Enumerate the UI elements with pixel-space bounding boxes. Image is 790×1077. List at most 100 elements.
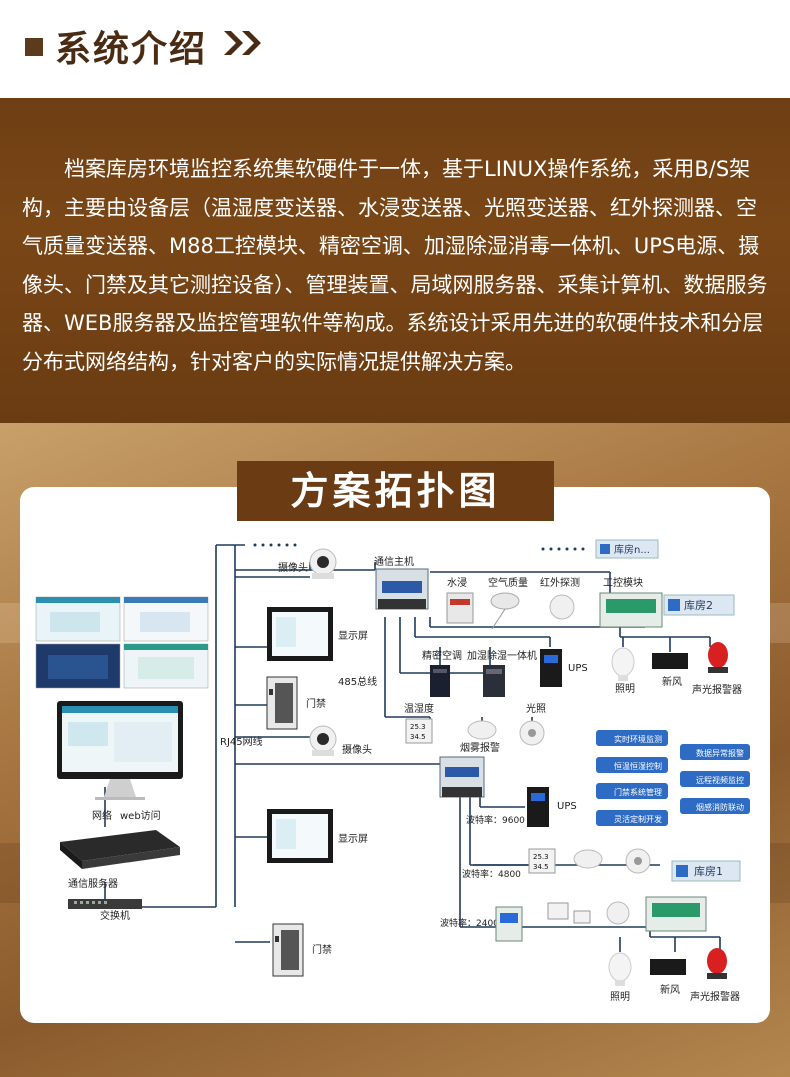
feature-list-left: 实时环境监测 恒温恒湿控制 门禁系统管理 灵活定制开发	[596, 730, 668, 826]
lamp-label-2: 照明	[610, 991, 630, 1003]
smoke-detector-icon	[467, 720, 497, 740]
humidifier-label: 加湿除湿一体机	[467, 649, 537, 662]
section-title: 系统介绍	[55, 29, 208, 70]
diagram-title-banner: 方案拓扑图	[237, 461, 554, 521]
header-square-icon	[25, 38, 43, 56]
bus485-label: 485总线	[338, 675, 377, 688]
light-label: 光照	[526, 702, 546, 715]
baud-label-4800: 波特率：4800	[462, 868, 521, 880]
fan-label-2: 新风	[660, 983, 680, 996]
comm-host-icon	[375, 568, 429, 610]
door-access-icon	[266, 676, 298, 730]
fan-label-1: 新风	[662, 675, 682, 688]
feature-badge: 恒温恒湿控制	[596, 757, 668, 773]
io-module-icon	[599, 592, 663, 628]
comm-host-icon	[439, 756, 485, 798]
svg-text:灵活定制开发: 灵活定制开发	[614, 814, 662, 824]
svg-text:数据异常报警: 数据异常报警	[696, 748, 744, 758]
intro-text: 档案库房环境监控系统集软硬件于一体，基于LINUX操作系统，采用B/S架构，主要…	[22, 157, 768, 374]
room-n-label: 库房n...	[614, 543, 650, 556]
water-sensor-icon	[446, 592, 474, 624]
smoke-detector-icon	[573, 849, 603, 869]
feature-badge: 数据异常报警	[680, 744, 750, 760]
monitor-icon	[57, 701, 183, 800]
air-quality-sensor-icon	[490, 592, 520, 630]
svg-text:25.3: 25.3	[410, 723, 426, 731]
infrared-sensor-icon	[606, 901, 630, 925]
fan-icon	[650, 959, 686, 975]
io-module-icon	[495, 906, 523, 942]
server-label: 通信服务器	[68, 877, 118, 890]
room-2-badge: 库房2	[663, 594, 735, 616]
lamp-label-1: 照明	[615, 683, 635, 695]
display-icon	[267, 607, 333, 661]
rj45-label: RJ45网线	[220, 735, 263, 748]
feature-badge: 远程视频监控	[680, 771, 750, 787]
feature-badge: 实时环境监测	[596, 730, 668, 746]
room-n-badge: 库房n...	[595, 539, 659, 559]
precision-ac-icon	[430, 665, 450, 697]
ac-label: 精密空调	[422, 649, 462, 662]
alarm-icon	[708, 642, 728, 673]
alarm-label-1: 声光报警器	[692, 683, 742, 696]
alarm-icon	[707, 948, 727, 979]
light-sensor-icon	[625, 848, 651, 874]
baud-label-2400: 波特率：2400	[440, 917, 499, 929]
humidifier-icon	[483, 665, 505, 697]
server-icon	[60, 830, 180, 869]
lamp-icon	[611, 647, 635, 681]
camera-label-2: 摄像头	[342, 743, 372, 756]
feature-badge: 烟感消防联动	[680, 798, 750, 814]
ups-label-1: UPS	[568, 663, 588, 674]
io-module-label: 工控模块	[603, 576, 643, 589]
svg-text:25.3: 25.3	[533, 853, 549, 861]
light-sensor-icon	[519, 720, 545, 746]
svg-text:远程视频监控: 远程视频监控	[696, 775, 744, 785]
section-header: 系统介绍	[0, 0, 790, 98]
feature-badge: 门禁系统管理	[596, 783, 668, 799]
infrared-label: 红外探测	[540, 576, 580, 589]
room-2-label: 库房2	[684, 599, 713, 612]
switch-label: 交换机	[100, 909, 130, 922]
feature-list-right: 数据异常报警 远程视频监控 烟感消防联动	[680, 744, 750, 814]
camera-icon	[309, 725, 337, 756]
network-label: 网络	[92, 809, 112, 822]
lamp-icon	[608, 952, 632, 986]
svg-text:34.5: 34.5	[410, 733, 426, 741]
baud-label-9600: 波特率：9600	[466, 814, 525, 826]
more-dots	[253, 543, 585, 551]
sensor-probe-icon	[547, 902, 591, 924]
svg-text:烟感消防联动: 烟感消防联动	[696, 802, 744, 812]
temp-humidity-icon: 25.3 34.5	[528, 848, 556, 874]
air-quality-label: 空气质量	[488, 576, 528, 589]
feature-badge: 灵活定制开发	[596, 810, 668, 826]
host-label: 通信主机	[374, 555, 414, 568]
io-module-icon	[645, 896, 707, 932]
ups-label-2: UPS	[557, 801, 577, 812]
room-1-label: 库房1	[694, 865, 723, 878]
switch-icon	[68, 899, 142, 909]
ups-icon	[527, 787, 549, 827]
display-label-1: 显示屏	[338, 630, 368, 642]
svg-text:恒温恒湿控制: 恒温恒湿控制	[614, 761, 662, 771]
door-label-2: 门禁	[312, 943, 332, 956]
double-chevron-right-icon	[224, 31, 261, 55]
camera-icon	[309, 548, 337, 579]
smoke-label: 烟雾报警	[460, 741, 500, 754]
door-access-icon	[272, 923, 304, 977]
diagram-title: 方案拓扑图	[290, 469, 501, 513]
display-label-2: 显示屏	[338, 833, 368, 845]
web-access-label: web访问	[120, 809, 161, 822]
intro-section: 档案库房环境监控系统集软硬件于一体，基于LINUX操作系统，采用B/S架构，主要…	[0, 98, 790, 423]
svg-text:34.5: 34.5	[533, 863, 549, 871]
svg-text:门禁系统管理: 门禁系统管理	[614, 787, 662, 797]
ups-icon	[540, 649, 562, 687]
alarm-label-2: 声光报警器	[690, 990, 740, 1003]
svg-text:实时环境监测: 实时环境监测	[614, 734, 662, 744]
connection-lines	[104, 544, 721, 952]
temp-humidity-icon: 25.3 34.5	[405, 718, 433, 744]
door-label-1: 门禁	[306, 697, 326, 710]
infrared-sensor-icon	[549, 594, 575, 620]
temp-label: 温湿度	[404, 702, 434, 715]
camera-label-1: 摄像头	[278, 561, 308, 574]
